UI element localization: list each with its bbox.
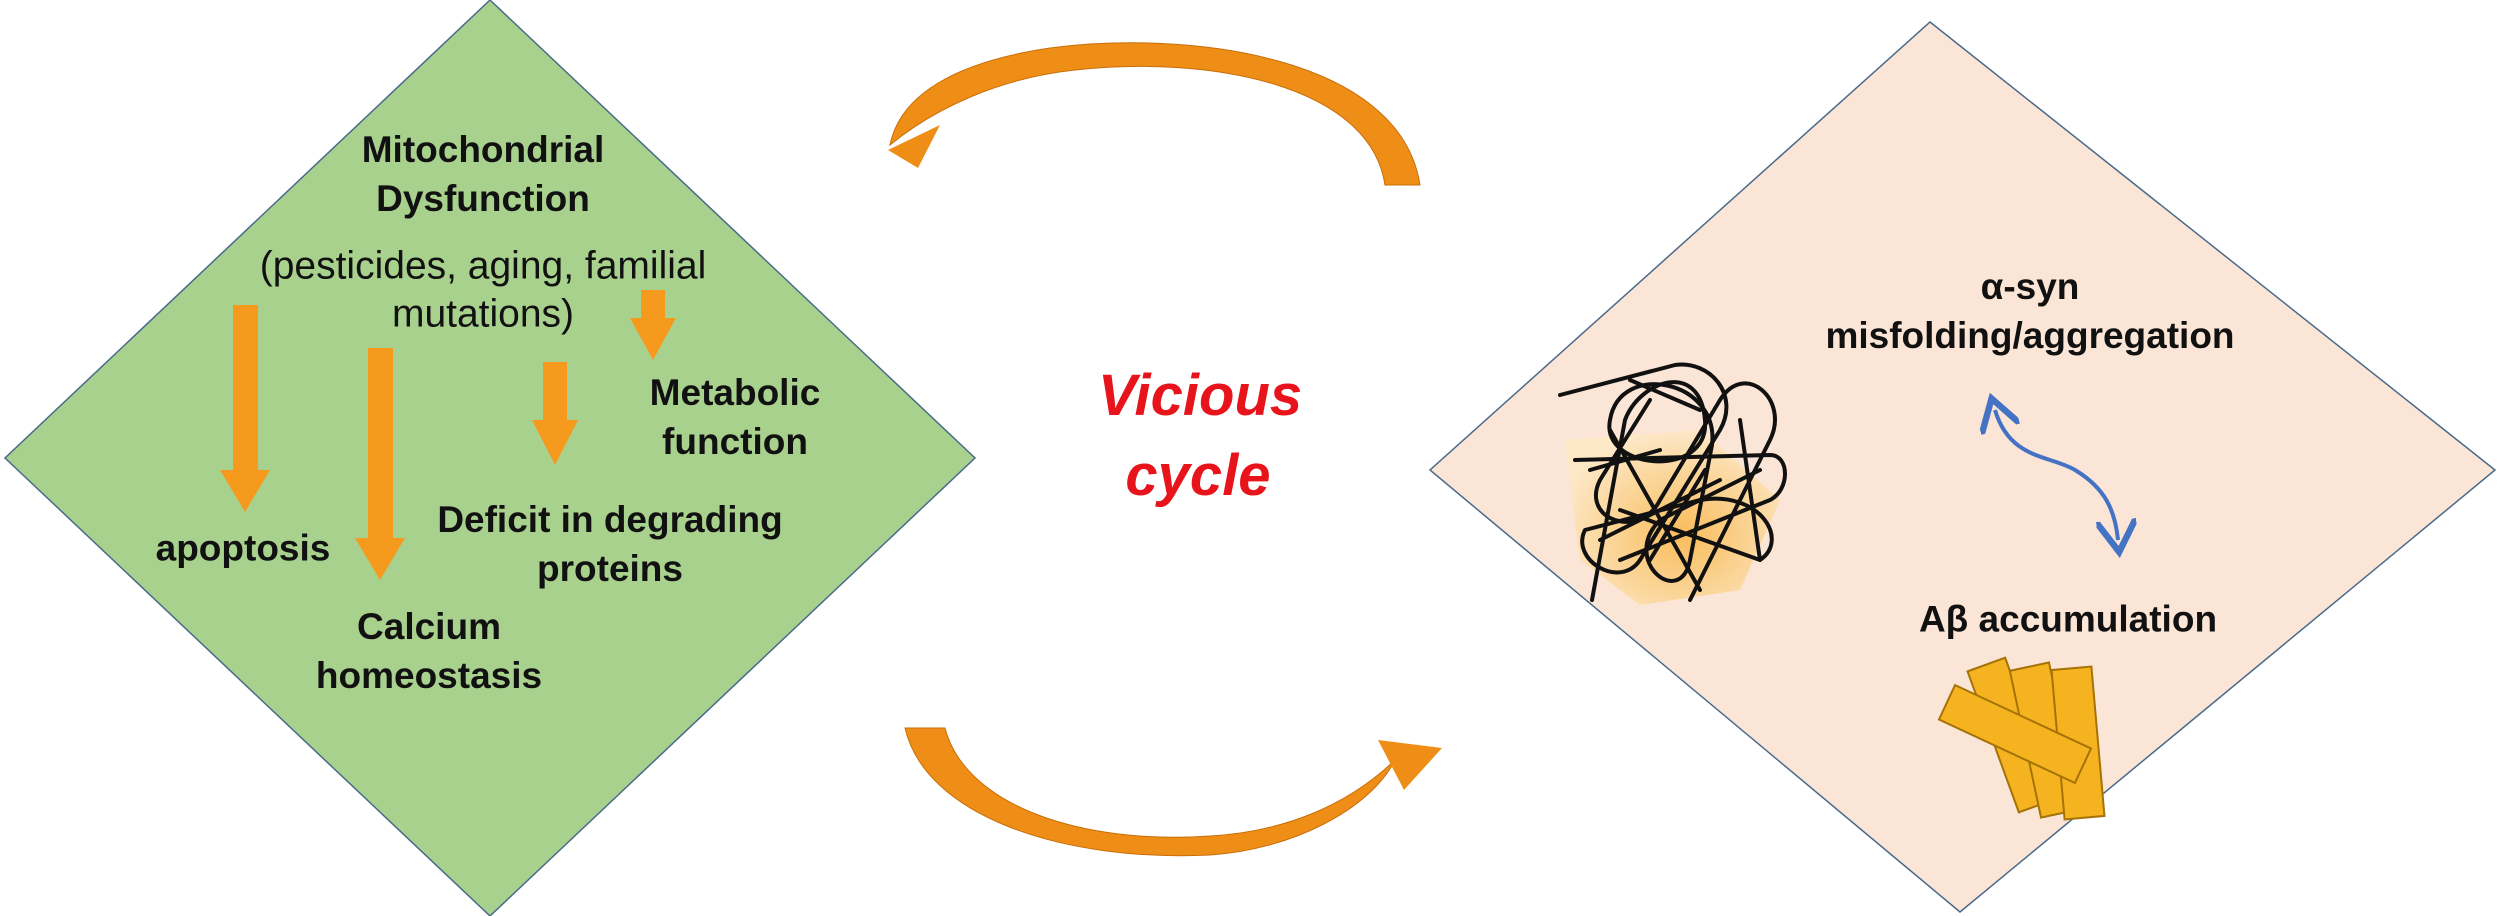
asyn-aggregate-icon [1558,362,1787,605]
mitochondrial-panel [3,0,977,916]
asyn-misfolding-label: α-syn misfolding/aggregation [1825,266,2235,356]
effect-arrows [220,290,676,580]
mitochondrial-dysfunction-title: Mitochondrial Dysfunction [361,129,605,219]
vicious-cycle-title: Vicious cycle [1098,362,1303,508]
deficit-degrading-label: Deficit in degrading proteins [437,499,783,589]
top-cycle-arrow [889,42,1421,186]
metabolic-function-label: Metabolic function [649,372,821,462]
abeta-fibril-icon [1937,656,2106,821]
causes-text: (pesticides, aging, familial mutations) [259,244,707,335]
abeta-accumulation-label: Aβ accumulation [1918,598,2218,640]
arrow-metabolic [630,290,676,360]
apoptosis-label: apoptosis [155,527,331,569]
interaction-arrow [1995,410,2118,540]
cycle-arrows [888,42,1442,857]
arrow-calcium [355,348,405,580]
top-cycle-arrowhead [888,125,940,168]
bottom-cycle-arrow [904,727,1396,857]
arrow-deficit [532,362,578,465]
arrow-apoptosis [220,305,270,512]
bottom-cycle-arrowhead [1378,740,1442,790]
calcium-homeostasis-label: Calcium homeostasis [315,606,543,696]
aggregation-panel [1428,21,2497,913]
